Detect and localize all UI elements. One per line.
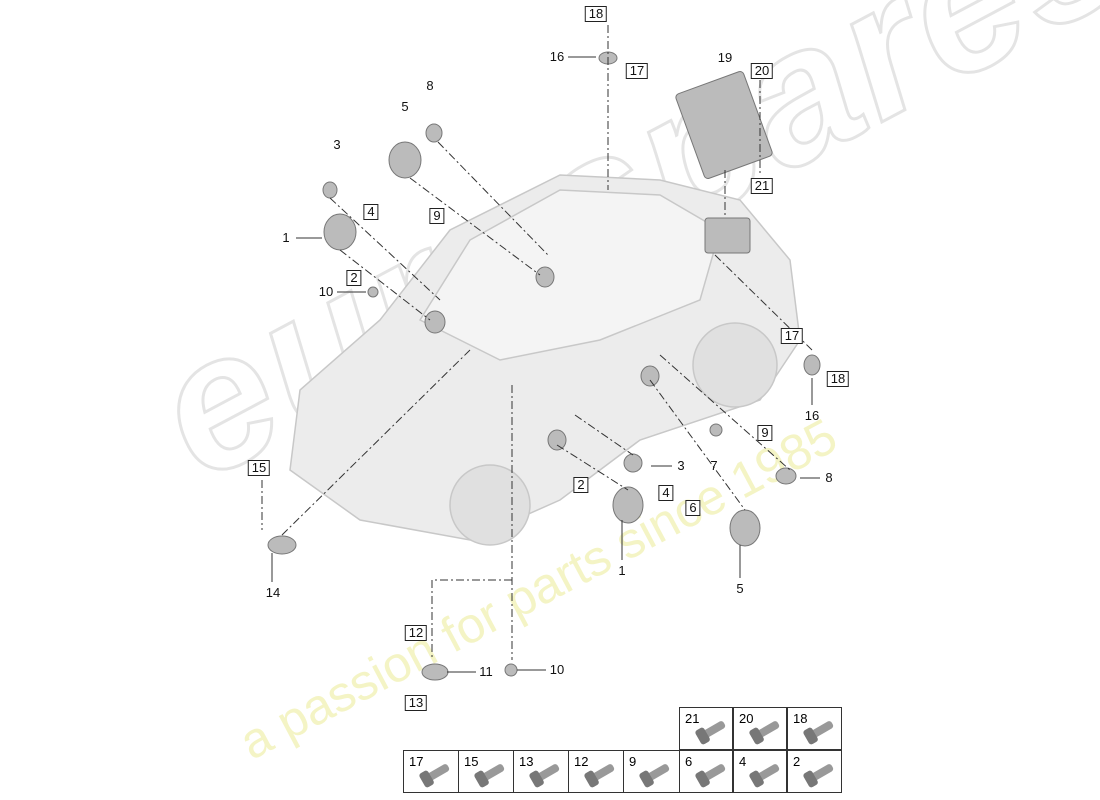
speaker-icon bbox=[388, 141, 422, 179]
callout: 7 bbox=[710, 458, 718, 473]
fastener-cell: 6 bbox=[679, 750, 733, 793]
callout: 8 bbox=[426, 78, 434, 93]
fastener-cell: 13 bbox=[513, 750, 569, 793]
callout: 11 bbox=[479, 664, 493, 679]
fastener-cell: 17 bbox=[403, 750, 459, 793]
tweeter-icon bbox=[425, 123, 443, 143]
tweeter-icon bbox=[623, 453, 643, 473]
callout: 18 bbox=[584, 6, 608, 22]
callout: 21 bbox=[750, 178, 774, 194]
callout: 17 bbox=[780, 328, 804, 344]
fastener-icon bbox=[753, 720, 781, 740]
amplifier-icon bbox=[675, 71, 773, 179]
tweeter-icon bbox=[803, 354, 821, 376]
callout: 15 bbox=[247, 460, 271, 476]
fastener-cell: 18 bbox=[787, 707, 842, 750]
fastener-icon bbox=[699, 720, 727, 740]
callout: 10 bbox=[318, 284, 334, 299]
speaker-icon bbox=[267, 535, 297, 555]
speaker-icon bbox=[612, 486, 644, 524]
fastener-cell: 9 bbox=[623, 750, 680, 793]
fastener-icon bbox=[533, 763, 561, 783]
fastener-cell: 21 bbox=[679, 707, 733, 750]
callout: 20 bbox=[750, 63, 774, 79]
callout: 5 bbox=[736, 581, 744, 596]
callout: 6 bbox=[685, 500, 701, 516]
callout: 18 bbox=[826, 371, 850, 387]
fastener-icon bbox=[588, 763, 616, 783]
callout: 12 bbox=[404, 625, 428, 641]
fastener-cell: 20 bbox=[733, 707, 787, 750]
fastener-icon bbox=[753, 763, 781, 783]
speaker-icon bbox=[323, 213, 357, 251]
amplifier-small-icon bbox=[704, 217, 751, 254]
fastener-cell: 12 bbox=[568, 750, 624, 793]
fastener-cell: 2 bbox=[787, 750, 842, 793]
wheel-rear bbox=[692, 322, 778, 408]
callout: 2 bbox=[573, 477, 589, 493]
speaker-icon bbox=[729, 509, 761, 547]
callout: 3 bbox=[333, 137, 341, 152]
callout: 5 bbox=[401, 99, 409, 114]
callout-ticks bbox=[271, 56, 820, 673]
fastener-icon bbox=[699, 763, 727, 783]
fastener-icon bbox=[807, 763, 835, 783]
callout: 19 bbox=[717, 50, 733, 65]
leader-lines bbox=[261, 25, 813, 660]
callout: 16 bbox=[549, 49, 565, 64]
callout: 4 bbox=[363, 204, 379, 220]
callout: 16 bbox=[804, 408, 820, 423]
callout: 1 bbox=[618, 563, 626, 578]
callout: 10 bbox=[549, 662, 565, 677]
clip-icon bbox=[709, 423, 723, 437]
fastener-icon bbox=[423, 763, 451, 783]
fastener-cell: 4 bbox=[733, 750, 787, 793]
fastener-cell: 15 bbox=[458, 750, 514, 793]
callout: 17 bbox=[625, 63, 649, 79]
callout: 8 bbox=[825, 470, 833, 485]
fastener-icon bbox=[478, 763, 506, 783]
callout: 13 bbox=[404, 695, 428, 711]
callout: 4 bbox=[658, 485, 674, 501]
callout: 9 bbox=[757, 425, 773, 441]
callout: 9 bbox=[429, 208, 445, 224]
tweeter-icon bbox=[322, 181, 338, 199]
fastener-icon bbox=[643, 763, 671, 783]
wheel-front bbox=[449, 464, 531, 546]
clip-icon bbox=[367, 286, 379, 298]
callout: 3 bbox=[677, 458, 685, 473]
callout: 14 bbox=[265, 585, 281, 600]
fastener-icon bbox=[807, 720, 835, 740]
tweeter-icon bbox=[775, 467, 797, 485]
callout: 1 bbox=[282, 230, 290, 245]
speaker-icon bbox=[421, 663, 449, 681]
clip-icon bbox=[504, 663, 518, 677]
callout: 2 bbox=[346, 270, 362, 286]
